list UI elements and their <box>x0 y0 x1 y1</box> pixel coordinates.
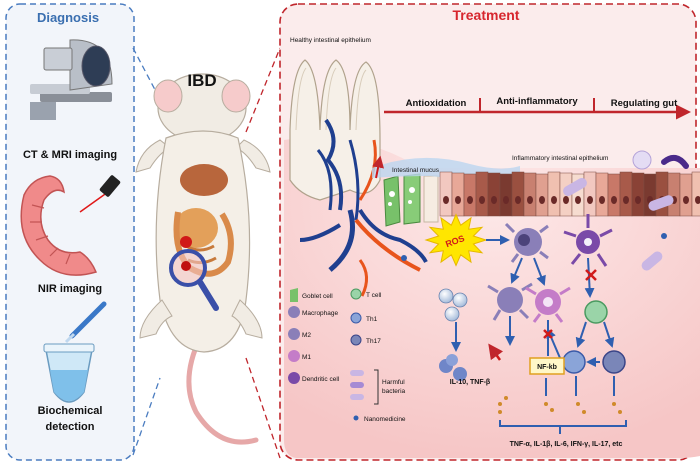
epithelial-cell <box>535 173 549 217</box>
pro-cytokines-label: TNF-α, IL-1β, IL-6, IFN-γ, IL-17, etc <box>510 441 623 448</box>
cell-nucleus <box>695 196 700 204</box>
cell-nucleus <box>515 196 521 204</box>
diagnosis-title: Diagnosis <box>37 10 99 25</box>
t-cell <box>584 300 608 324</box>
healthy-label: Healthy intestinal epithelium <box>290 37 371 44</box>
cytokine-dots <box>498 396 622 414</box>
th17-cell <box>602 350 626 374</box>
cell-nucleus <box>443 196 449 204</box>
cell-nucleus <box>587 196 593 204</box>
epithelial-cell <box>439 171 453 217</box>
cell-nucleus <box>611 196 617 204</box>
cell-nucleus <box>575 196 581 204</box>
test-tube-icon <box>43 301 107 403</box>
inhibition-marks <box>543 269 597 339</box>
nfkb-box <box>529 357 565 375</box>
epithelial-cell <box>583 171 597 217</box>
cell-nucleus <box>467 196 473 204</box>
ros-burst <box>424 213 488 267</box>
ct-scanner-icon <box>30 39 113 120</box>
epithelial-cell <box>607 173 621 217</box>
epithelial-cell <box>631 172 645 217</box>
legend-tcell: T cell <box>366 292 382 299</box>
cell-nucleus <box>635 196 641 204</box>
nanomedicine-particles <box>401 233 667 381</box>
legend-goblet: Goblet cell <box>302 293 333 300</box>
epithelial-cell <box>679 173 693 217</box>
epithelial-cell <box>691 171 700 217</box>
epithelial-cell <box>511 171 525 217</box>
legend-macrophage: Macrophage <box>302 310 339 317</box>
goblet-cells <box>383 173 439 227</box>
epithelial-cell <box>487 172 501 217</box>
epithelial-cell <box>547 171 561 217</box>
ct-mri-label: CT & MRI imaging <box>23 149 117 161</box>
cell-nucleus <box>563 196 569 204</box>
cell-nucleus <box>479 196 485 204</box>
legend-m1: M1 <box>302 354 311 361</box>
inflamed-label: Inflammatory intestinal epithelium <box>512 155 608 162</box>
cell-nucleus <box>503 196 509 204</box>
stage-regulating-gut: Regulating gut <box>611 98 678 109</box>
legend-th1: Th1 <box>366 316 378 323</box>
stage-antioxidation: Antioxidation <box>406 98 467 109</box>
treatment-panel <box>279 3 700 461</box>
legend-icons <box>288 288 379 421</box>
ibd-label: IBD <box>187 71 216 90</box>
epithelial-cell <box>475 171 489 217</box>
legend-m2: M2 <box>302 332 311 339</box>
diagnosis-panel <box>5 3 135 461</box>
epithelial-cell <box>667 172 681 217</box>
treatment-title: Treatment <box>453 7 520 23</box>
epithelial-cell <box>523 172 537 217</box>
m1-macrophage <box>525 286 571 323</box>
epithelial-cell <box>463 173 477 217</box>
cell-nucleus <box>599 196 605 204</box>
epithelial-cell <box>499 173 513 217</box>
cell-nucleus <box>539 196 545 204</box>
cell-nucleus <box>623 196 629 204</box>
intestine-nir-icon <box>20 175 121 276</box>
stage-anti-inflammatory: Anti-inflammatory <box>496 96 578 107</box>
biochem-label-2: detection <box>46 421 95 433</box>
macrophage-cell <box>504 222 549 263</box>
cell-nucleus <box>491 196 497 204</box>
epithelial-cell <box>595 172 609 217</box>
mucus-label: Intestinal mucus <box>392 167 440 174</box>
legend-bacteria-1: Harmful <box>382 379 405 386</box>
nir-label: NIR imaging <box>38 283 102 295</box>
legend-th17: Th17 <box>366 338 381 345</box>
legend-dendritic: Dendritic cell <box>302 376 340 383</box>
nfkb-label: NF-kb <box>537 364 557 371</box>
cell-nucleus <box>455 196 461 204</box>
anti-cytokines-label: IL-10, TNF-β <box>450 379 491 386</box>
epithelial-cell <box>451 172 465 217</box>
epithelial-cell <box>619 171 633 217</box>
biochem-label-1: Biochemical <box>38 405 103 417</box>
cell-nucleus <box>683 196 689 204</box>
th1-cell <box>562 350 586 374</box>
rat-illustration <box>135 73 271 445</box>
cell-nucleus <box>527 196 533 204</box>
cell-nucleus <box>551 196 557 204</box>
legend-bacteria-2: bacteria <box>382 388 406 395</box>
legend-nano: Nanomedicine <box>364 416 406 423</box>
healthy-villi <box>289 59 428 297</box>
dendritic-cell <box>563 214 613 267</box>
harmful-bacteria <box>563 150 689 271</box>
